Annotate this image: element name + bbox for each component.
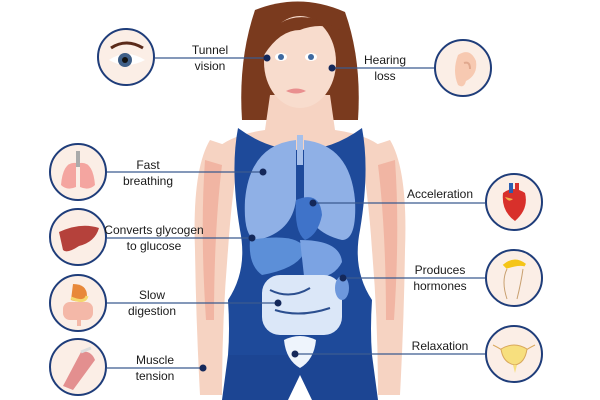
connector-lines xyxy=(107,57,485,369)
liver-organ xyxy=(249,237,305,275)
connector-dots xyxy=(199,54,347,372)
eye-icon xyxy=(97,28,155,86)
intestines-organ xyxy=(262,275,342,335)
lungs-organ xyxy=(244,140,296,240)
face xyxy=(264,16,336,108)
bladder-organ xyxy=(284,336,316,368)
stomach-organ xyxy=(300,240,342,278)
liver-icon xyxy=(49,208,107,266)
ear-icon xyxy=(434,39,492,97)
kidney-adrenal-icon xyxy=(485,249,543,307)
heart-organ xyxy=(295,197,322,240)
lungs-icon xyxy=(49,143,107,201)
bladder-icon xyxy=(485,325,543,383)
digestive-system-icon xyxy=(49,274,107,332)
heart-icon xyxy=(485,173,543,231)
muscle-icon xyxy=(49,338,107,396)
label-acceleration: Acceleration xyxy=(406,187,474,201)
label-relaxation: Relaxation xyxy=(411,339,469,353)
